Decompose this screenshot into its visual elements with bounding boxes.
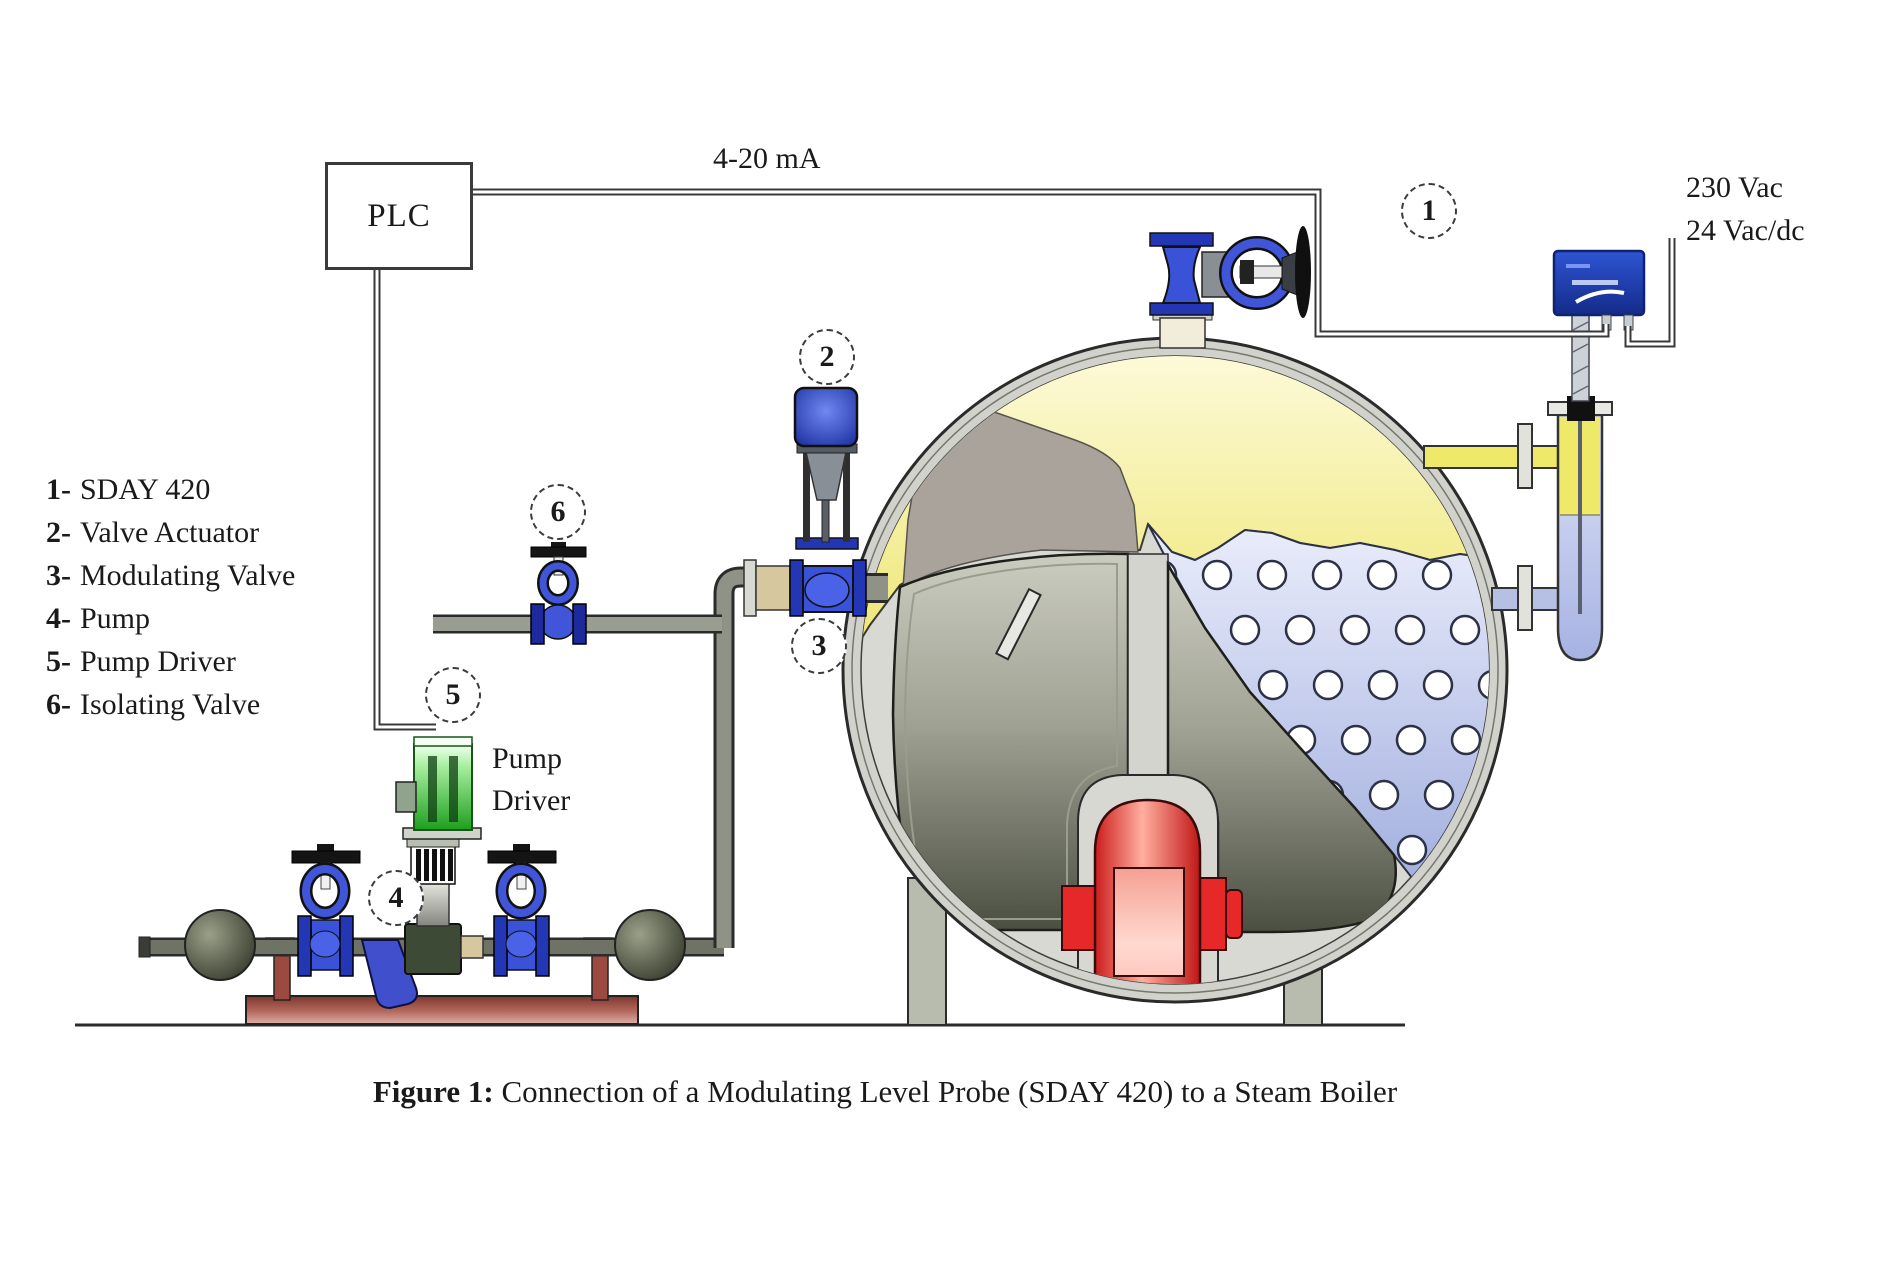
steam-boiler bbox=[841, 336, 1509, 1026]
callout-4-pump: 4 bbox=[368, 870, 424, 926]
level-probe-assembly bbox=[1423, 249, 1646, 662]
signal-label: 4-20 mA bbox=[713, 142, 821, 175]
legend-item-3: 3-Modulating Valve bbox=[46, 559, 296, 592]
sday420-head bbox=[1552, 249, 1646, 331]
expansion-sphere-left bbox=[184, 909, 256, 981]
expansion-sphere-right bbox=[614, 909, 686, 981]
skid-valve-left bbox=[291, 844, 361, 977]
callout-2-valve-actuator: 2 bbox=[799, 329, 855, 385]
isolating-valve bbox=[530, 542, 587, 645]
callout-5-pump-driver: 5 bbox=[425, 667, 481, 723]
front-center-strip bbox=[1127, 553, 1169, 779]
caption-prefix: Figure 1: bbox=[372, 1074, 494, 1109]
pump-driver-motor bbox=[395, 736, 482, 840]
power-label: 230 Vac 24 Vac/dc bbox=[1686, 166, 1805, 252]
skid-valve-right bbox=[487, 844, 557, 977]
pump-skid-assembly bbox=[138, 736, 724, 1025]
feedwater-piping bbox=[433, 566, 760, 948]
y-strainer bbox=[360, 939, 418, 1010]
handwheel-icon bbox=[1295, 226, 1311, 318]
plc-box: PLC bbox=[325, 162, 473, 270]
callout-3-modulating-valve: 3 bbox=[791, 618, 847, 674]
wiring bbox=[373, 188, 1676, 731]
boiler-cutaway bbox=[861, 356, 1489, 984]
legend-item-5: 5-Pump Driver bbox=[46, 645, 236, 678]
callout-1-sday420: 1 bbox=[1401, 183, 1457, 239]
legend-item-2: 2-Valve Actuator bbox=[46, 516, 260, 549]
plc-to-driver-wire bbox=[373, 266, 436, 731]
skid-base bbox=[245, 995, 639, 1025]
door-handle-mark bbox=[994, 587, 1042, 661]
burner bbox=[1061, 798, 1243, 984]
legend-item-6: 6-Isolating Valve bbox=[46, 688, 261, 721]
inlet-coupling bbox=[755, 565, 791, 611]
legend-item-1: 1-SDAY 420 bbox=[46, 473, 211, 506]
power-line2: 24 Vac/dc bbox=[1686, 214, 1805, 247]
figure-caption: Figure 1: Connection of a Modulating Lev… bbox=[240, 1074, 1530, 1110]
power-line1: 230 Vac bbox=[1686, 171, 1783, 204]
probe-pipe-upper bbox=[1423, 445, 1559, 469]
pump bbox=[404, 837, 484, 975]
steam-outlet-valve bbox=[1149, 226, 1311, 349]
pump-driver-label: Pump Driver bbox=[492, 742, 571, 817]
valve-actuator bbox=[793, 386, 859, 543]
caption-text: Connection of a Modulating Level Probe (… bbox=[493, 1074, 1398, 1109]
plc-label: PLC bbox=[367, 197, 431, 234]
modulating-valve-assembly bbox=[743, 386, 888, 617]
legend-item-4: 4-Pump bbox=[46, 602, 151, 635]
callout-6-isolating-valve: 6 bbox=[530, 484, 586, 540]
legend: 1-SDAY 420 2-Valve Actuator 3-Modulating… bbox=[46, 468, 295, 726]
